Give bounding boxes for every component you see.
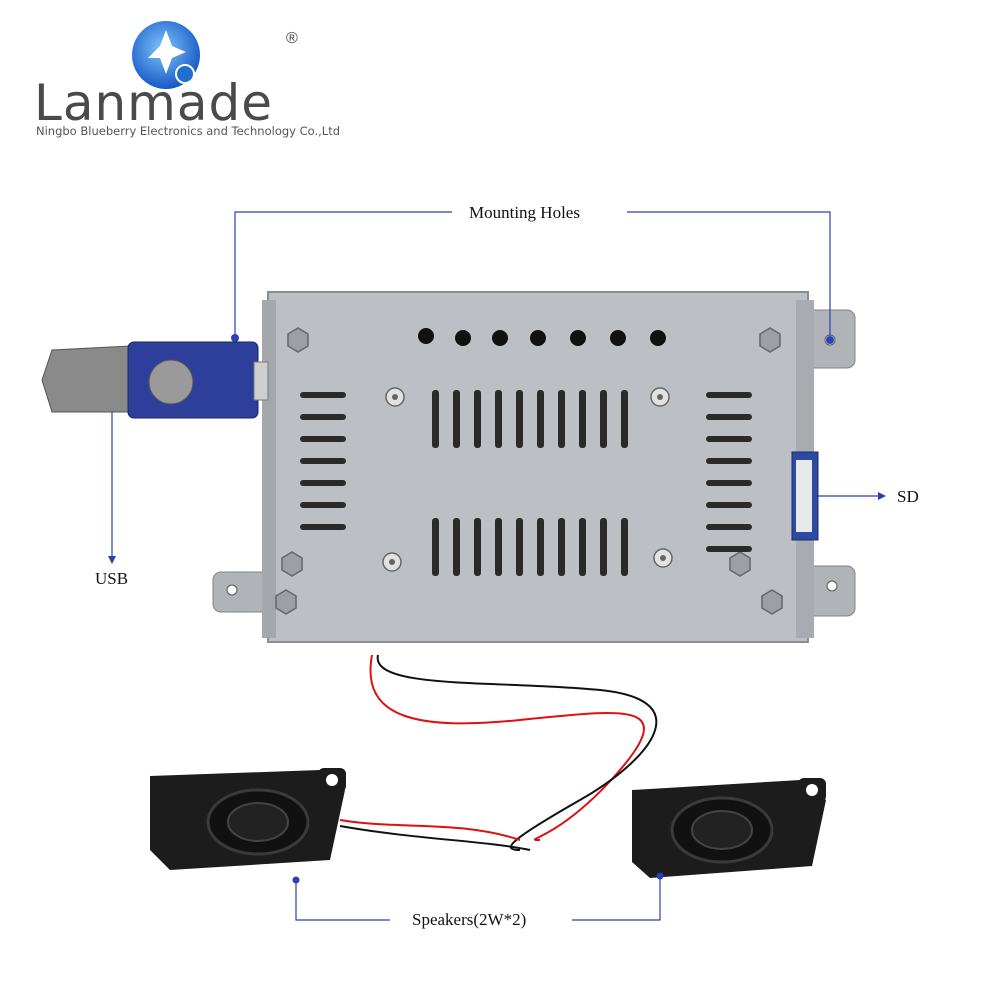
label-speakers: Speakers(2W*2): [412, 910, 527, 929]
speaker-right: [632, 778, 826, 878]
control-button: [418, 328, 666, 346]
chassis-body: [267, 291, 809, 643]
label-sd: SD: [897, 487, 919, 506]
brand-name: Lanmade: [34, 74, 274, 132]
label-usb: USB: [95, 569, 129, 588]
leader-lines: [111, 211, 878, 921]
label-mounting-holes: Mounting Holes: [469, 203, 580, 222]
speaker-left: [150, 768, 346, 870]
usb-stick: [41, 341, 269, 419]
company-name: Ningbo Blueberry Electronics and Technol…: [36, 124, 341, 138]
registered-mark: ®: [286, 30, 298, 47]
vent-slots: [432, 390, 628, 576]
